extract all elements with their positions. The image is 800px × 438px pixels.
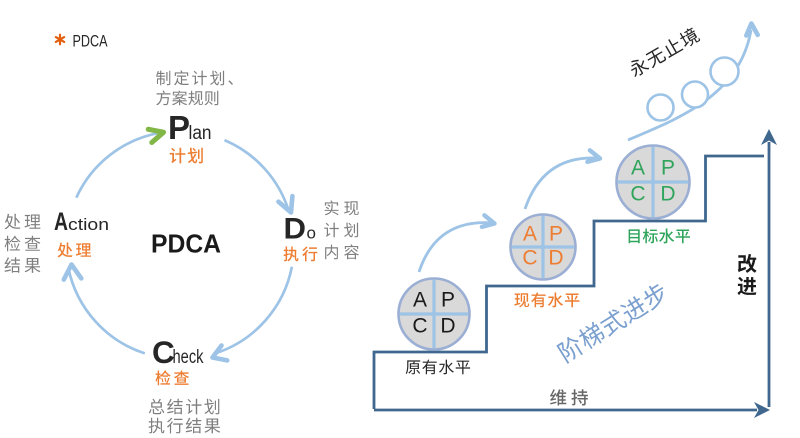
svg-text:PDCA: PDCA [73,32,108,51]
svg-text:heck: heck [173,347,204,368]
svg-text:D: D [660,183,675,206]
svg-text:C: C [522,247,537,270]
svg-text:D: D [284,213,307,246]
svg-text:ction: ction [68,215,109,234]
svg-text:A: A [631,157,645,180]
svg-text:P: P [441,289,455,312]
svg-text:o: o [307,224,316,243]
svg-text:D: D [548,247,563,270]
svg-text:P: P [168,109,190,146]
svg-text:P: P [549,223,563,246]
svg-text:C: C [630,183,645,206]
svg-text:P: P [661,157,675,180]
svg-text:PDCA: PDCA [151,229,221,259]
svg-text:C: C [412,315,427,338]
svg-text:lan: lan [189,123,212,144]
svg-text:A: A [523,223,537,246]
svg-text:A: A [413,289,427,312]
svg-text:C: C [152,334,175,370]
svg-text:D: D [440,315,455,338]
svg-text:A: A [54,208,68,236]
